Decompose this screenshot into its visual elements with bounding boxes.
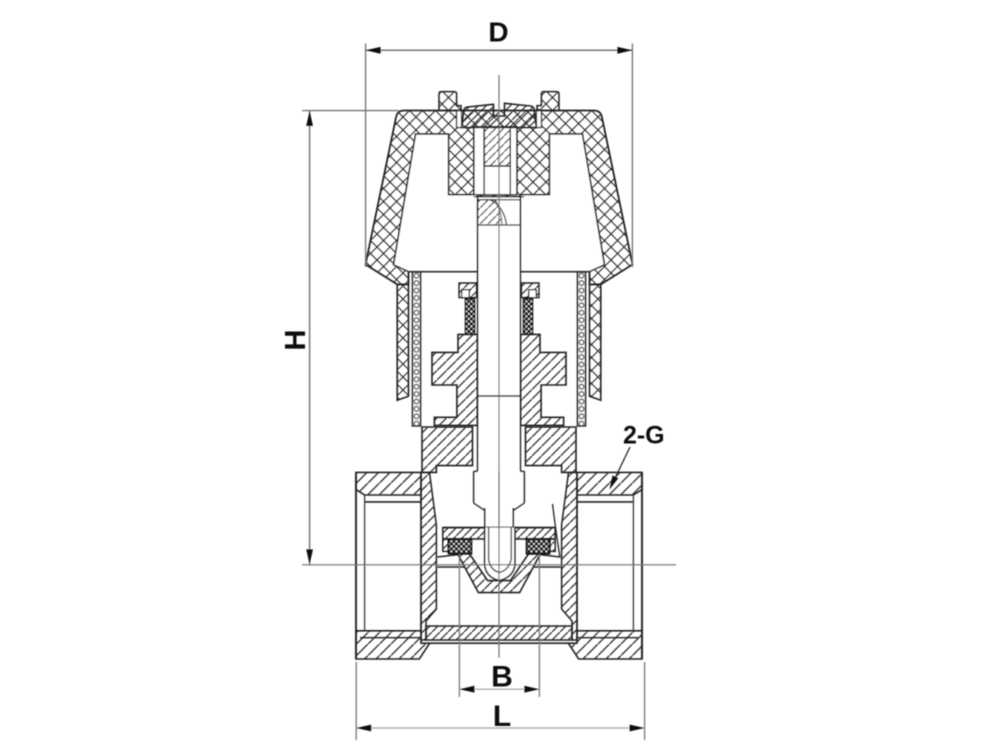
svg-text:L: L xyxy=(493,700,511,733)
svg-text:H: H xyxy=(280,330,312,351)
svg-text:D: D xyxy=(488,17,508,48)
svg-text:B: B xyxy=(491,661,513,694)
svg-text:2-G: 2-G xyxy=(623,422,665,450)
